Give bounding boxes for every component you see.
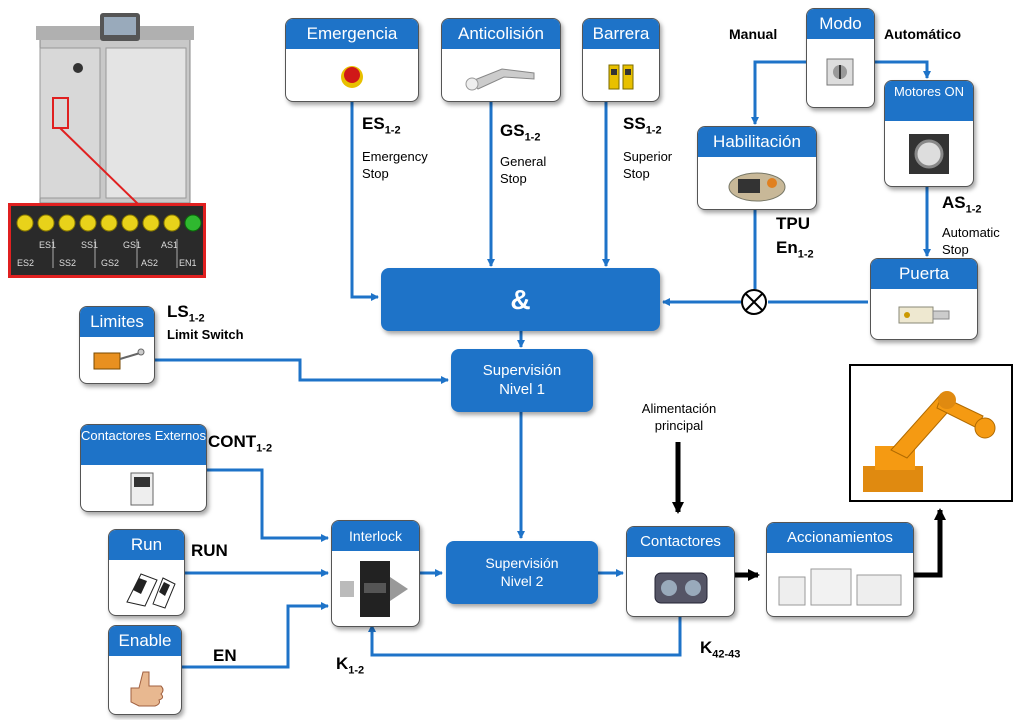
manual-label: Manual — [729, 26, 778, 42]
terminal-label: GS1 — [123, 240, 141, 250]
interlock-card: Interlock — [331, 520, 420, 627]
controller-cabinet — [18, 8, 218, 208]
habilitacion-title: Habilitación — [698, 127, 816, 157]
wire-contactores-ext — [205, 468, 329, 542]
collision-sensor-icon — [465, 68, 535, 91]
robot-image — [849, 364, 1013, 502]
wire-limites — [155, 358, 449, 384]
anticolision-card: Anticolisión — [441, 18, 561, 102]
contactores-externos-title: Contactores Externos — [81, 425, 206, 465]
motores-on-card: Motores ON — [884, 80, 974, 187]
emergencia-title: Emergencia — [286, 19, 418, 49]
terminal-label: SS2 — [59, 258, 76, 268]
contactores-title: Contactores — [627, 527, 734, 557]
terminal-dots — [16, 214, 202, 232]
checkered-flags-icon — [126, 573, 176, 609]
terminal-label: AS2 — [141, 258, 158, 268]
terminal-label: EN1 — [179, 258, 197, 268]
terminal-label: SS1 — [81, 240, 98, 250]
k12-label: K1-2 — [336, 654, 365, 677]
wire-modo-auto — [873, 60, 931, 79]
contactores-externos-card: Contactores Externos — [80, 424, 207, 512]
terminal-block: ES1 SS1 GS1 AS1 ES2 SS2 GS2 AS2 EN1 — [8, 203, 206, 278]
ls-desc: Limit Switch — [167, 327, 244, 342]
wire-emergencia — [350, 100, 379, 301]
modo-card: Modo — [806, 8, 875, 108]
wire-enable — [180, 602, 329, 669]
teach-pendant-icon — [728, 172, 786, 202]
run-title: Run — [109, 530, 184, 560]
en-label: En1-2 — [776, 238, 814, 261]
external-contactor-icon — [130, 472, 154, 506]
door-switch-icon — [898, 306, 950, 324]
cont-label: CONT1-2 — [208, 432, 273, 455]
run-card: Run — [108, 529, 185, 616]
drives-icon — [778, 568, 902, 606]
barrera-title: Barrera — [583, 19, 659, 49]
contactors-icon — [654, 572, 708, 604]
ss-label: SS1-2 — [623, 114, 662, 137]
run-label: RUN — [191, 541, 228, 560]
anticolision-title: Anticolisión — [442, 19, 560, 49]
terminal-label: ES1 — [39, 240, 56, 250]
en-enable-label: EN — [213, 646, 237, 665]
ls-label: LS1-2 — [167, 302, 205, 325]
as-label: AS1-2 — [942, 193, 982, 216]
tpu-label: TPU — [776, 214, 810, 233]
accionamientos-card: Accionamientos — [766, 522, 914, 617]
emergency-button-icon — [341, 66, 363, 88]
terminal-label: ES2 — [17, 258, 34, 268]
terminal-label: AS1 — [161, 240, 178, 250]
wire-feedback — [368, 615, 682, 657]
motors-on-button-icon — [909, 134, 949, 174]
limit-switch-icon — [93, 348, 145, 370]
interlock-title: Interlock — [332, 521, 419, 551]
puerta-title: Puerta — [871, 259, 977, 289]
es-label: ES1-2 — [362, 114, 401, 137]
wire-accion-robot — [912, 508, 946, 578]
industrial-robot-icon — [863, 391, 996, 492]
contactores-card: Contactores — [626, 526, 735, 617]
mode-selector-icon — [826, 58, 854, 86]
interlock-module-icon — [340, 561, 408, 617]
gs-label: GS1-2 — [500, 121, 541, 144]
modo-title: Modo — [807, 9, 874, 39]
enable-title: Enable — [109, 626, 181, 656]
and-gate: & — [381, 268, 660, 331]
habilitacion-card: Habilitación — [697, 126, 817, 210]
accionamientos-title: Accionamientos — [767, 523, 913, 553]
limites-title: Limites — [80, 307, 154, 337]
x-junction-icon — [741, 289, 767, 315]
enable-card: Enable — [108, 625, 182, 715]
terminal-label: GS2 — [101, 258, 119, 268]
emergencia-card: Emergencia — [285, 18, 419, 102]
puerta-card: Puerta — [870, 258, 978, 340]
wire-modo-manual — [751, 60, 806, 125]
barrera-card: Barrera — [582, 18, 660, 102]
limites-card: Limites — [79, 306, 155, 384]
thumbs-up-icon — [130, 671, 164, 707]
automatico-label: Automático — [884, 26, 961, 42]
motores-on-title: Motores ON — [885, 81, 973, 121]
k4243-label: K42-43 — [700, 638, 741, 661]
barrier-sensor-icon — [608, 64, 634, 90]
